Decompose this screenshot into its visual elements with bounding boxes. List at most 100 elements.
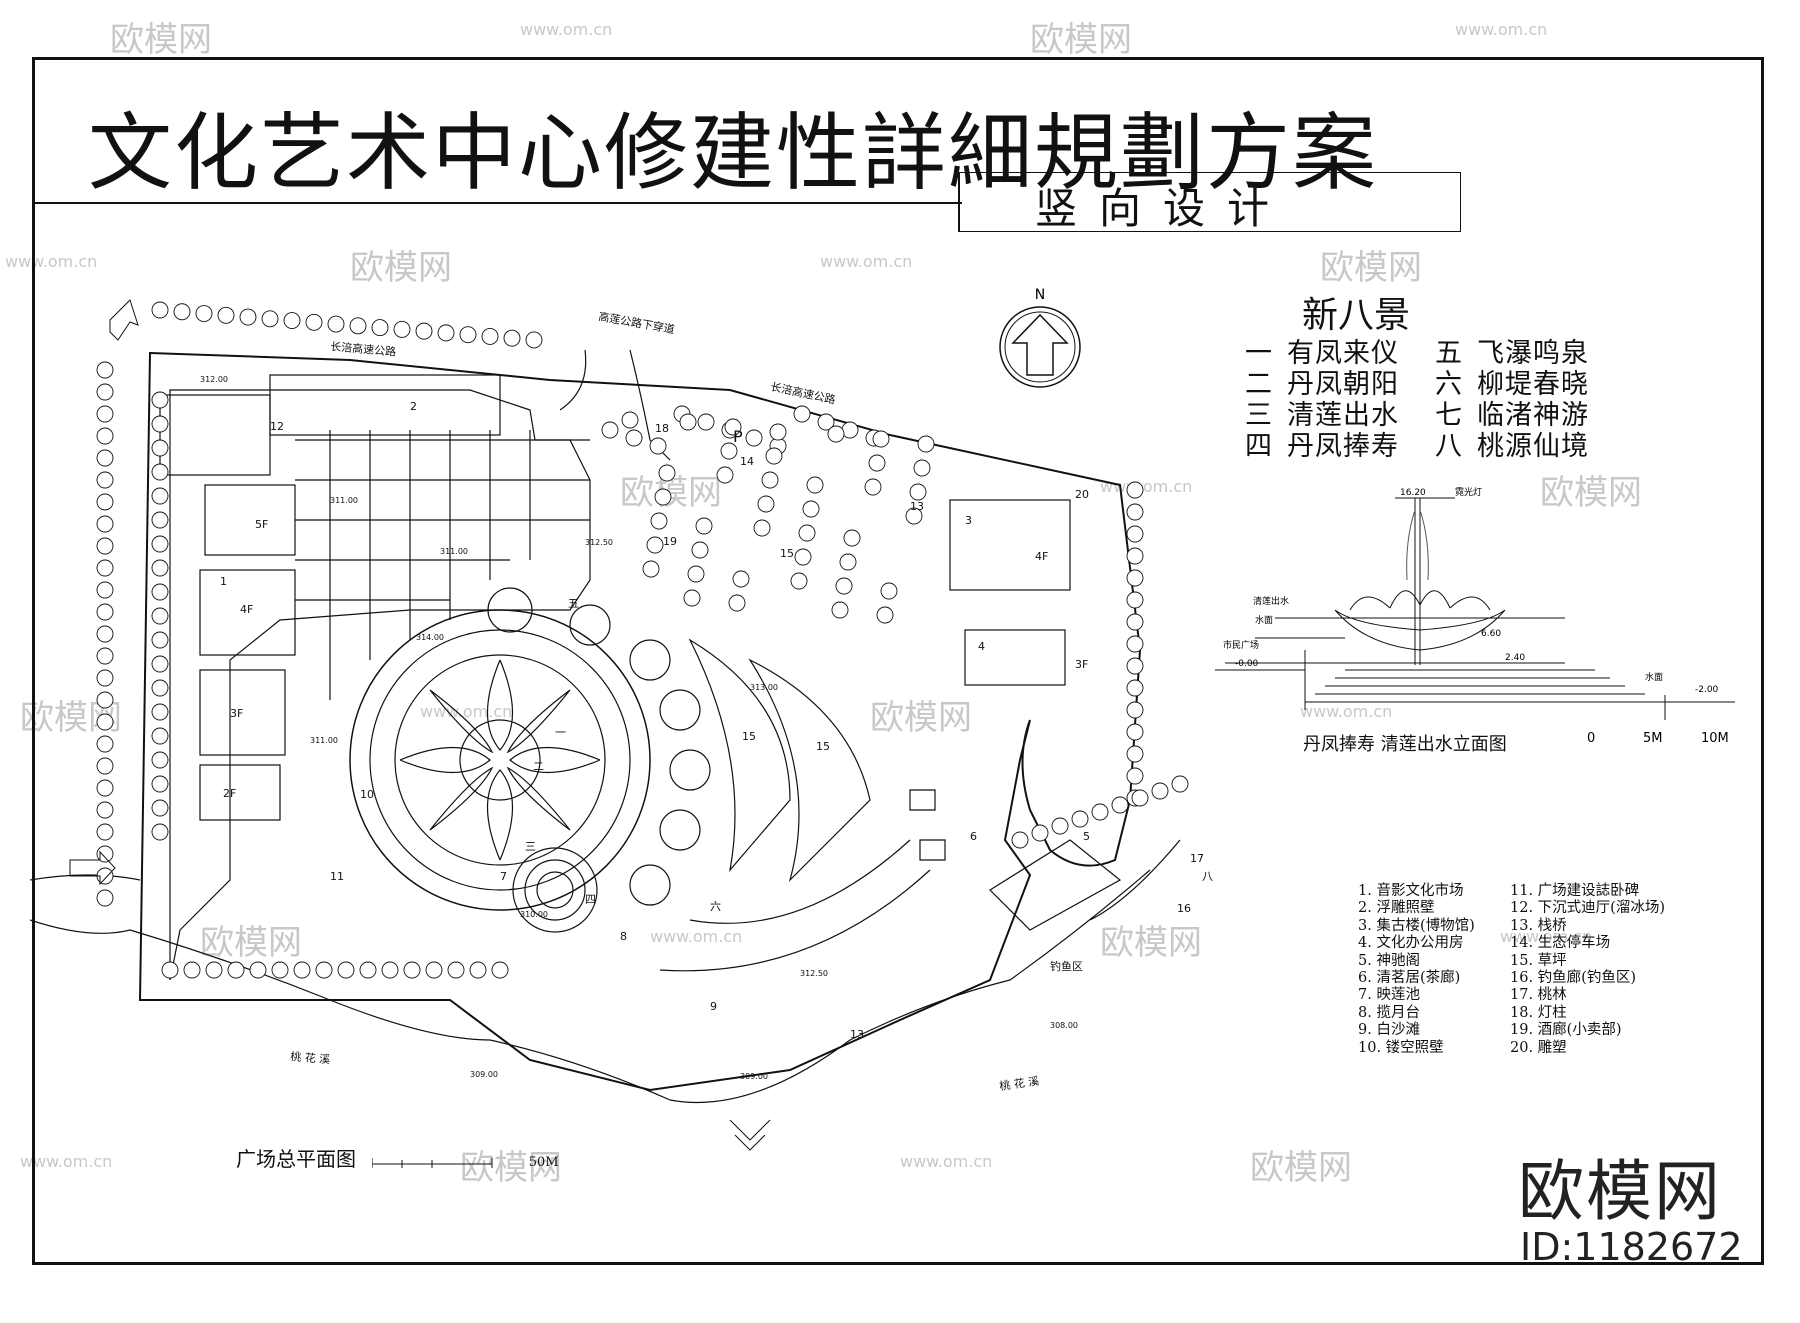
legend-item: 8. 揽月台 <box>1358 1004 1420 1021</box>
tree-icon <box>697 413 715 431</box>
tree-icon <box>151 823 169 841</box>
tree-icon <box>96 361 114 379</box>
tree-icon <box>1126 701 1144 719</box>
tree-icon <box>481 327 499 345</box>
watermark-logo: 欧模网 <box>350 248 452 288</box>
watermark-logo: 欧模网 <box>1540 473 1642 513</box>
legend-item: 4. 文化办公用房 <box>1358 935 1464 952</box>
tree-icon <box>151 631 169 649</box>
elev-h3: -0.00 <box>1235 659 1259 669</box>
tree-icon <box>151 703 169 721</box>
tree-icon <box>96 383 114 401</box>
tree-icon <box>691 541 709 559</box>
drawing-frame <box>32 57 1764 1265</box>
tree-icon <box>1131 789 1149 807</box>
elevation-mark: 313.00 <box>750 683 778 692</box>
plan-number: 15 <box>780 547 794 560</box>
tree-icon <box>769 423 787 441</box>
tree-icon <box>96 515 114 533</box>
tree-icon <box>151 487 169 505</box>
tree-icon <box>835 577 853 595</box>
tree-icon <box>96 779 114 797</box>
scene-row: 一有凤来仪五飞瀑鸣泉 <box>1245 338 1589 369</box>
elevation-mark: 311.00 <box>440 547 468 556</box>
north-label: N <box>1035 287 1045 303</box>
tree-icon <box>173 303 191 321</box>
plan-number: 20 <box>1075 488 1089 501</box>
legend-item: 9. 白沙滩 <box>1358 1022 1420 1039</box>
elevation-caption: 丹凤捧寿 清莲出水立面图 <box>1303 734 1507 755</box>
road-label: 长涪高速公路 <box>330 339 397 359</box>
tree-icon <box>806 476 824 494</box>
plan-number: 19 <box>663 535 677 548</box>
tree-icon <box>794 548 812 566</box>
tree-icon <box>1126 723 1144 741</box>
tree-icon <box>864 478 882 496</box>
tree-icon <box>151 775 169 793</box>
scene-name: 丹凤捧寿 <box>1287 431 1399 462</box>
tree-icon <box>827 425 845 443</box>
tree-icon <box>151 463 169 481</box>
tree-icon <box>650 512 668 530</box>
tree-icon <box>249 961 267 979</box>
tree-icon <box>658 464 676 482</box>
floor-label: 4F <box>240 603 253 616</box>
scene-name: 清莲出水 <box>1287 400 1399 431</box>
tree-icon <box>393 320 411 338</box>
watermark-logo: 欧模网 <box>1250 1148 1352 1188</box>
plan-number: 7 <box>500 870 507 883</box>
elevation-mark: 310.00 <box>520 910 548 919</box>
watermark-logo: 欧模网 <box>110 20 212 60</box>
tree-icon <box>96 757 114 775</box>
watermark-url: www.om.cn <box>1455 20 1548 39</box>
scene-number: 六 <box>1435 369 1463 400</box>
plan-number: 1 <box>220 575 227 588</box>
tree-icon <box>646 536 664 554</box>
tree-icon <box>96 537 114 555</box>
legend-item: 20. 雕塑 <box>1510 1039 1567 1056</box>
plan-number: 6 <box>970 830 977 843</box>
tree-icon <box>151 301 169 319</box>
tree-icon <box>1126 657 1144 675</box>
tree-icon <box>96 405 114 423</box>
tree-icon <box>841 421 859 439</box>
tree-icon <box>625 429 643 447</box>
fishing-label: 钓鱼区 <box>1050 959 1083 973</box>
tree-icon <box>447 961 465 979</box>
legend-item: 18. 灯柱 <box>1510 1004 1567 1021</box>
scene-name: 飞瀑鸣泉 <box>1477 338 1589 369</box>
tree-icon <box>151 439 169 457</box>
tree-icon <box>151 799 169 817</box>
elevation-mark: 309.00 <box>740 1072 768 1081</box>
tree-icon <box>337 961 355 979</box>
scene-number: 二 <box>1245 369 1273 400</box>
tree-icon <box>654 488 672 506</box>
tree-icon <box>283 312 301 330</box>
tree-icon <box>437 324 455 342</box>
elev-water2: 水面 <box>1645 671 1663 683</box>
tree-icon <box>151 655 169 673</box>
scene-marker: 一 <box>555 726 566 739</box>
legend-item: 19. 酒廊(小卖部) <box>1510 1022 1622 1039</box>
watermark-logo: 欧模网 <box>1030 20 1132 60</box>
legend-item: 7. 映莲池 <box>1358 987 1420 1004</box>
watermark-url: www.om.cn <box>650 927 743 946</box>
scene-row: 二丹凤朝阳六柳堤春晓 <box>1245 369 1589 400</box>
tree-icon <box>151 727 169 745</box>
tree-icon <box>720 442 738 460</box>
tree-icon <box>96 691 114 709</box>
tree-icon <box>359 961 377 979</box>
tree-icon <box>649 437 667 455</box>
watermark-url: www.om.cn <box>520 20 613 39</box>
brand-logo: 欧模网 <box>1518 1153 1722 1230</box>
tree-icon <box>525 331 543 349</box>
plan-number: 8 <box>620 930 627 943</box>
tree-icon <box>724 418 742 436</box>
tree-icon <box>1126 613 1144 631</box>
tree-icon <box>1126 591 1144 609</box>
plan-number: 5 <box>1083 830 1090 843</box>
tree-icon <box>469 961 487 979</box>
scene-number: 五 <box>1435 338 1463 369</box>
tree-icon <box>880 582 898 600</box>
